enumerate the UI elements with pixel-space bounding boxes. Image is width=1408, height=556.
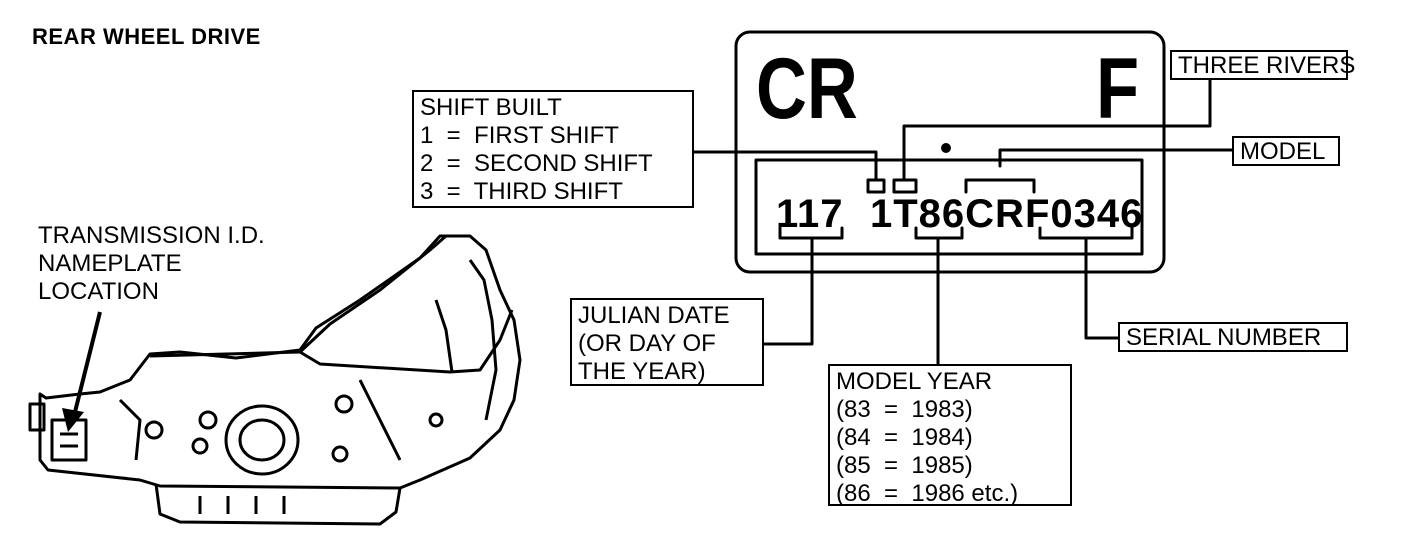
plant-letter-bracket: [892, 178, 918, 194]
model-text: MODEL: [1240, 138, 1326, 165]
location-line-3: LOCATION: [38, 278, 159, 305]
julian-date-callout: JULIAN DATE (OR DAY OF THE YEAR): [570, 298, 764, 386]
serial-leader: [1084, 236, 1122, 340]
nameplate-inner: [754, 158, 1144, 256]
shift-line-4: 3 = THIRD SHIFT: [420, 178, 623, 205]
three-rivers-text: THREE RIVERS: [1178, 52, 1356, 79]
serial-number-callout: SERIAL NUMBER: [1118, 322, 1348, 352]
year-line-3: (84 = 1984): [836, 424, 973, 451]
plate-serial-code: 1T86CRF0346: [870, 192, 1144, 236]
transmission-drawing: [28, 234, 522, 526]
plate-rivet-dot: [941, 143, 951, 153]
location-line-1: TRANSMISSION I.D.: [38, 222, 265, 249]
plate-plant-code: CR: [756, 41, 858, 137]
serial-text: SERIAL NUMBER: [1126, 324, 1322, 351]
model-bracket: [964, 178, 1036, 194]
julian-line-3: THE YEAR): [578, 358, 706, 385]
plate-julian-code: 117: [776, 192, 844, 236]
julian-leader: [762, 236, 814, 346]
shift-leader: [690, 150, 878, 182]
model-leader: [998, 148, 1234, 168]
julian-line-1: JULIAN DATE: [578, 302, 730, 329]
year-line-1: MODEL YEAR: [836, 368, 993, 395]
plate-suffix-letter: F: [1096, 41, 1140, 137]
model-year-callout: MODEL YEAR (83 = 1983) (84 = 1984) (85 =…: [828, 364, 1072, 507]
location-arrow: [62, 311, 102, 432]
shift-line-3: 2 = SECOND SHIFT: [420, 150, 653, 177]
model-callout: MODEL: [1232, 136, 1340, 166]
shift-line-2: 1 = FIRST SHIFT: [420, 122, 619, 149]
three-rivers-callout: THREE RIVERS: [1170, 50, 1356, 80]
shift-built-callout: SHIFT BUILT 1 = FIRST SHIFT 2 = SECOND S…: [412, 90, 694, 208]
julian-line-2: (OR DAY OF: [578, 330, 716, 357]
nameplate-location-label: TRANSMISSION I.D. NAMEPLATE LOCATION: [38, 222, 265, 306]
diagram-title: REAR WHEEL DRIVE: [32, 24, 261, 49]
shift-digit-bracket: [866, 178, 886, 194]
year-line-2: (83 = 1983): [836, 396, 973, 423]
year-line-5: (86 = 1986 etc.): [836, 480, 1019, 507]
three-rivers-leader: [902, 76, 1212, 182]
location-line-2: NAMEPLATE: [38, 250, 182, 277]
year-line-4: (85 = 1985): [836, 452, 973, 479]
shift-line-1: SHIFT BUILT: [420, 94, 562, 121]
